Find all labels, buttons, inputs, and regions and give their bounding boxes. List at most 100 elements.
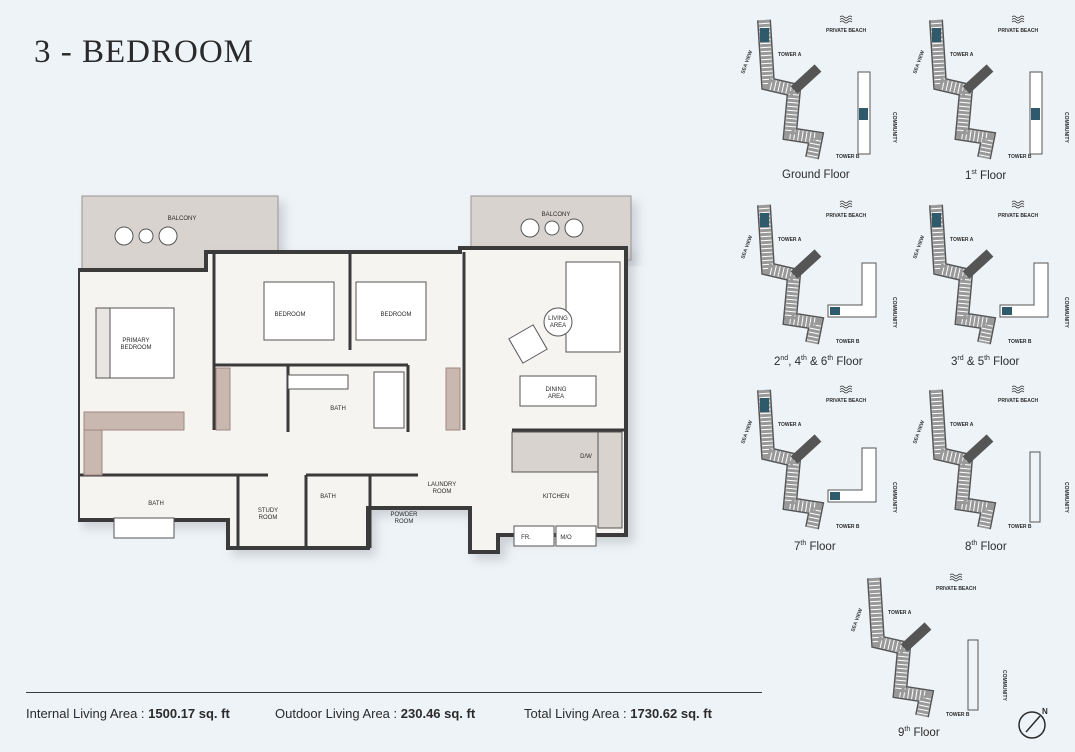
tower-a-label: TOWER A bbox=[950, 237, 974, 243]
sea-view-label: SEA VIEW bbox=[850, 608, 864, 633]
tower-a-label: TOWER A bbox=[778, 52, 802, 58]
tower-b-block bbox=[827, 262, 877, 318]
waves-icon bbox=[839, 200, 853, 209]
page-title: 3 - BEDROOM bbox=[34, 34, 255, 70]
sofa bbox=[565, 261, 621, 353]
community-label: COMMUNITY bbox=[1063, 482, 1069, 513]
key-plan-7: PRIVATE BEACH TOWER A TOWER B SEA VIEW COMMU… bbox=[740, 385, 897, 530]
key-plan-3-5: PRIVATE BEACH TOWER A TOWER B SEA VIEW COMMU… bbox=[912, 200, 1069, 345]
laundry-label-2: ROOM bbox=[433, 489, 452, 495]
community-label: COMMUNITY bbox=[1063, 297, 1069, 328]
private-beach-label: PRIVATE BEACH bbox=[936, 586, 976, 592]
primary-bedroom-label-1: PRIMARY bbox=[122, 338, 149, 344]
unit-highlight-a bbox=[932, 28, 941, 42]
north-compass-icon: N bbox=[1018, 707, 1048, 739]
primary-bed bbox=[95, 307, 175, 379]
tower-b-label: TOWER B bbox=[1008, 339, 1032, 345]
waves-icon bbox=[1011, 15, 1025, 24]
dw-label: D/W bbox=[580, 454, 592, 460]
tower-a-label: TOWER A bbox=[888, 610, 912, 616]
tower-b-label: TOWER B bbox=[836, 524, 860, 530]
sea-view-label: SEA VIEW bbox=[740, 420, 754, 445]
unit-highlight-a bbox=[760, 28, 769, 42]
private-beach-label: PRIVATE BEACH bbox=[826, 398, 866, 404]
bath-primary-label: BATH bbox=[148, 501, 164, 507]
sea-view-label: SEA VIEW bbox=[912, 420, 926, 445]
private-beach-label: PRIVATE BEACH bbox=[998, 398, 1038, 404]
bath-small-label: BATH bbox=[320, 494, 336, 500]
bedroom-1-label: BEDROOM bbox=[274, 312, 305, 318]
private-beach-label: PRIVATE BEACH bbox=[998, 213, 1038, 219]
floor-label-9: 9th Floor bbox=[898, 726, 940, 739]
outdoor-area: Outdoor Living Area : 230.46 sq. ft bbox=[275, 706, 476, 721]
community-label: COMMUNITY bbox=[1001, 670, 1007, 701]
unit-highlight-b bbox=[1031, 108, 1040, 120]
floor-label-3-5: 3rd & 5th Floor bbox=[951, 355, 1020, 368]
unit-highlight-a bbox=[932, 213, 941, 227]
private-beach-label: PRIVATE BEACH bbox=[826, 28, 866, 34]
balcony-left-label: BALCONY bbox=[168, 216, 197, 222]
waves-icon bbox=[839, 15, 853, 24]
total-area: Total Living Area : 1730.62 sq. ft bbox=[524, 706, 712, 721]
waves-icon bbox=[839, 385, 853, 394]
sea-view-label: SEA VIEW bbox=[912, 235, 926, 260]
key-plan-9: PRIVATE BEACH TOWER A TOWER B SEA VIEW COMMU… bbox=[850, 573, 1007, 718]
unit-highlight-a bbox=[760, 398, 769, 412]
floor-plan: BALCONY BALCONY PRIMARY BEDROOM BEDROOM … bbox=[78, 195, 632, 554]
community-label: COMMUNITY bbox=[891, 297, 897, 328]
waves-icon bbox=[1011, 385, 1025, 394]
unit-highlight-b bbox=[830, 492, 840, 500]
balcony-right-label: BALCONY bbox=[542, 212, 571, 218]
tower-b-label: TOWER B bbox=[946, 712, 970, 718]
waves-icon bbox=[1011, 200, 1025, 209]
community-label: COMMUNITY bbox=[1063, 112, 1069, 143]
unit-highlight-b bbox=[1002, 307, 1012, 315]
powder-label-1: POWDER bbox=[391, 512, 419, 518]
study-label-2: ROOM bbox=[259, 515, 278, 521]
dining-label-1: DINING bbox=[546, 387, 567, 393]
floor-label-first: 1st Floor bbox=[965, 169, 1007, 182]
living-label-1: LIVING bbox=[548, 316, 568, 322]
sea-view-label: SEA VIEW bbox=[740, 50, 754, 75]
sea-view-label: SEA VIEW bbox=[740, 235, 754, 260]
tower-b-label: TOWER B bbox=[1008, 154, 1032, 160]
interior-walls bbox=[78, 252, 626, 548]
key-plan-first: PRIVATE BEACH TOWER A TOWER B SEA VIEW COMMU… bbox=[912, 15, 1069, 160]
private-beach-label: PRIVATE BEACH bbox=[826, 213, 866, 219]
tower-b-block bbox=[1029, 451, 1041, 523]
tower-a-label: TOWER A bbox=[950, 52, 974, 58]
tower-a-label: TOWER A bbox=[950, 422, 974, 428]
tower-b-block bbox=[999, 262, 1049, 318]
tower-a-label: TOWER A bbox=[778, 422, 802, 428]
bedroom-bed-2 bbox=[355, 281, 427, 341]
tower-b-block bbox=[967, 639, 979, 711]
community-label: COMMUNITY bbox=[891, 482, 897, 513]
tower-b-block bbox=[827, 447, 877, 503]
private-beach-label: PRIVATE BEACH bbox=[998, 28, 1038, 34]
primary-bedroom-label-2: BEDROOM bbox=[120, 345, 151, 351]
powder-label-2: ROOM bbox=[395, 519, 414, 525]
dining-label-2: AREA bbox=[548, 394, 564, 400]
sea-view-label: SEA VIEW bbox=[912, 50, 926, 75]
balcony-left bbox=[81, 195, 279, 279]
community-label: COMMUNITY bbox=[891, 112, 897, 143]
floor-label-ground: Ground Floor bbox=[782, 169, 850, 181]
floor-label-2-4-6: 2nd, 4th & 6th Floor bbox=[774, 355, 863, 368]
footer-rule bbox=[26, 692, 762, 693]
tower-a-label: TOWER A bbox=[778, 237, 802, 243]
compass-letter: N bbox=[1042, 707, 1048, 716]
unit-highlight-a bbox=[760, 213, 769, 227]
waves-icon bbox=[949, 573, 963, 582]
dining-table bbox=[519, 375, 597, 407]
fr-label: FR. bbox=[521, 535, 531, 541]
bedroom-2-label: BEDROOM bbox=[380, 312, 411, 318]
bath-center-label: BATH bbox=[330, 406, 346, 412]
tower-b-label: TOWER B bbox=[1008, 524, 1032, 530]
living-label-2: AREA bbox=[550, 323, 566, 329]
key-plan-8: PRIVATE BEACH TOWER A TOWER B SEA VIEW COMMU… bbox=[912, 385, 1069, 530]
unit-highlight-b bbox=[830, 307, 840, 315]
kitchen-label: KITCHEN bbox=[543, 494, 569, 500]
mo-label: M/O bbox=[560, 535, 572, 541]
floor-label-8: 8th Floor bbox=[965, 540, 1007, 553]
